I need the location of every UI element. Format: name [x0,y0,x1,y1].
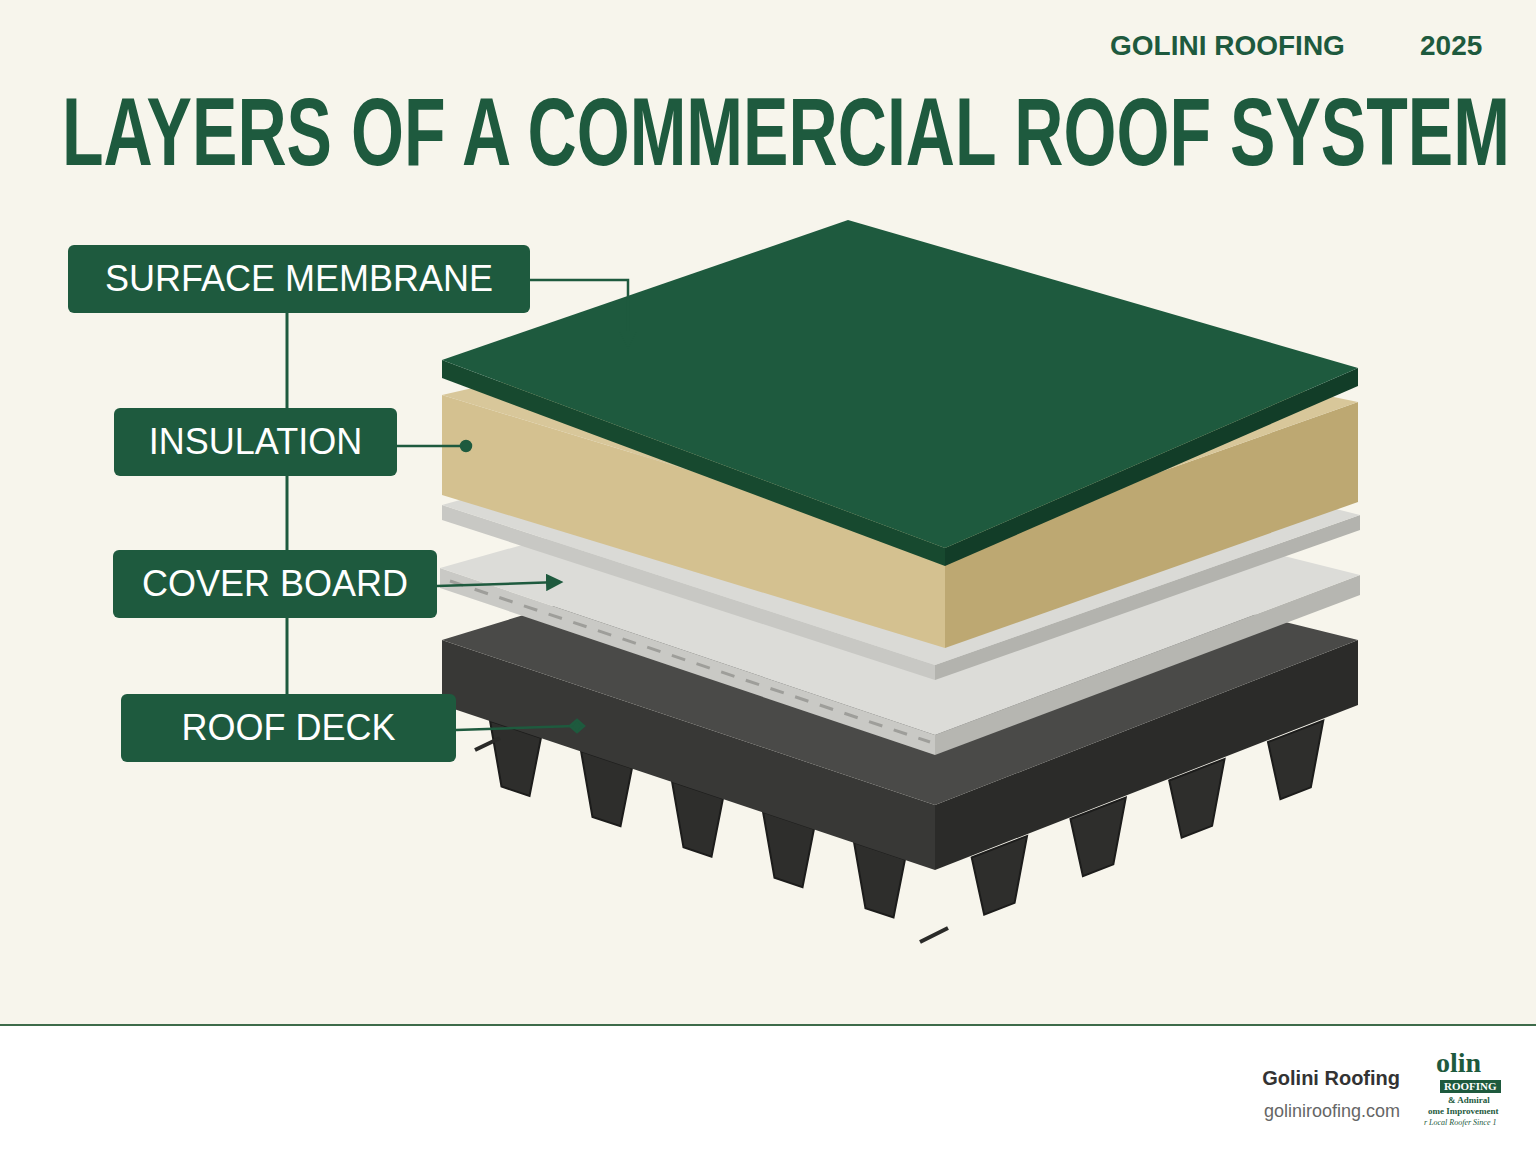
layer-label: SURFACE MEMBRANE [105,261,493,297]
brand-name: GOLINI ROOFING [1110,32,1345,60]
layer-label: COVER BOARD [142,566,408,602]
footer-band [0,1026,1536,1154]
spine-line [286,476,289,550]
label-box: SURFACE MEMBRANE [68,245,530,313]
logo-line: ome Improvement [1428,1107,1499,1116]
leader-line [456,726,574,730]
leader-tip [570,720,584,732]
logo-tagline: r Local Roofer Since 1 [1424,1119,1496,1127]
layer-label: ROOF DECK [181,710,395,746]
leader-lines [397,280,628,732]
leader-line [437,582,560,586]
spine-line [286,313,289,408]
title: LAYERS OF A COMMERCIAL ROOF SYSTEM [62,84,1510,180]
logo-banner: ROOFING [1440,1080,1501,1093]
label-box: COVER BOARD [113,550,437,618]
logo-word: olin [1436,1049,1481,1077]
leader-line [397,445,462,448]
roof-layers [440,220,1360,942]
leader-dot [461,441,471,451]
membrane-slab-top [442,220,1358,548]
year: 2025 [1420,32,1482,60]
layer-label: INSULATION [149,424,362,460]
footer-rule [0,1024,1536,1026]
footer-brand: Golini Roofing [1262,1068,1400,1088]
spine-line [286,618,289,694]
logo-line: & Admiral [1448,1096,1490,1105]
membrane-slab [442,220,1358,566]
footer-url: goliniroofing.com [1264,1102,1400,1120]
leader-line [530,280,628,345]
label-box: INSULATION [114,408,397,476]
label-box: ROOF DECK [121,694,456,762]
